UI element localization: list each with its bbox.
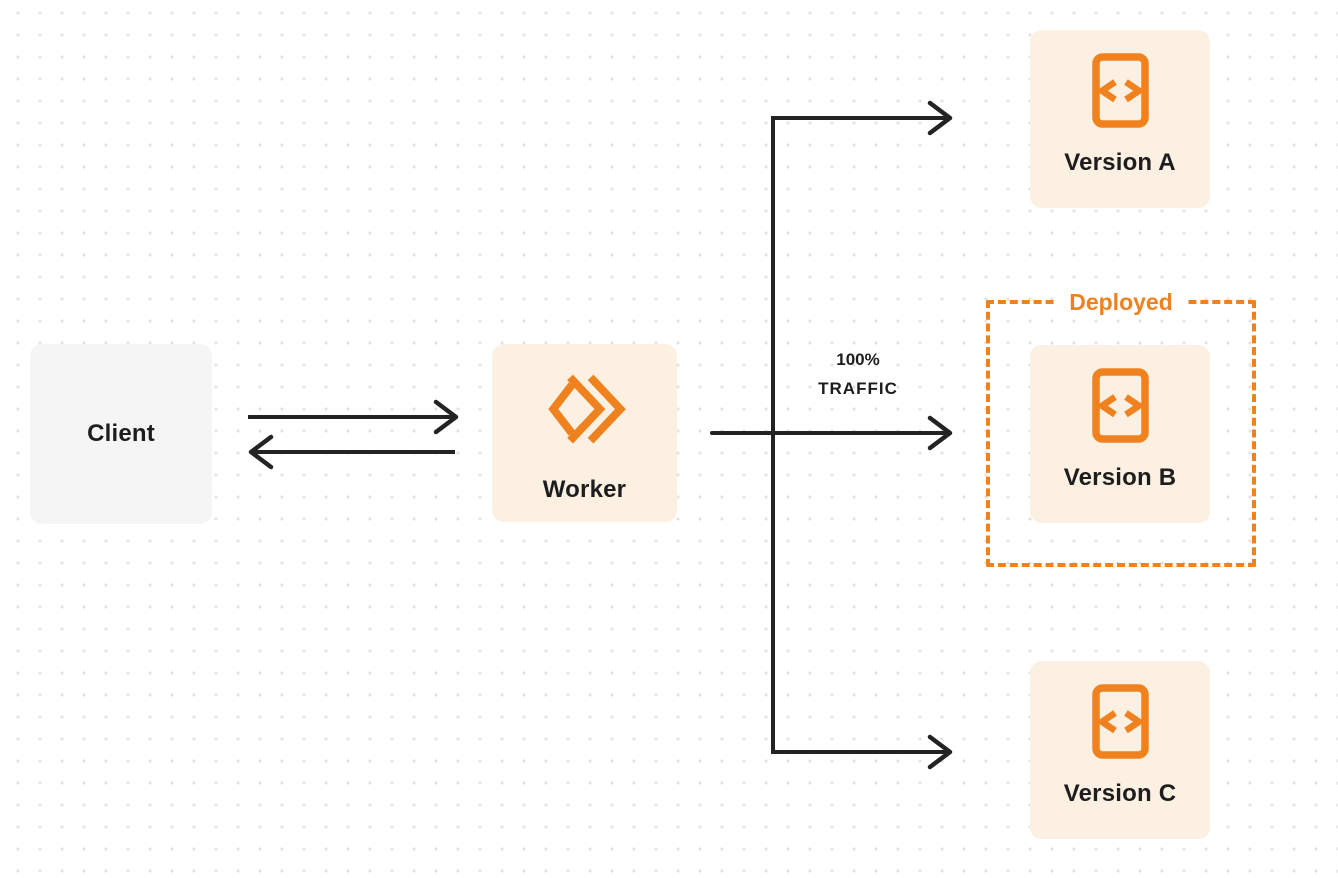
client-to-worker-arrow: [248, 399, 459, 435]
worker-to-version-b-arrow: [710, 415, 953, 451]
version-b-node: Version B: [1030, 345, 1210, 523]
branch-to-version-a-arrowhead: [927, 100, 953, 136]
version-c-label: Version C: [1063, 780, 1177, 807]
code-file-icon: [1091, 53, 1149, 128]
worker-label: Worker: [542, 476, 627, 503]
traffic-percent-label: 100%: [836, 350, 880, 369]
code-file-icon: [1091, 368, 1149, 443]
worker-to-client-arrow: [248, 434, 455, 470]
traffic-word-label: TRAFFIC: [818, 379, 898, 398]
version-a-node: Version A: [1030, 30, 1210, 208]
version-b-label: Version B: [1063, 464, 1177, 491]
client-node: Client: [30, 344, 212, 524]
version-c-node: Version C: [1030, 661, 1210, 839]
code-file-icon: [1091, 684, 1149, 759]
deployed-label: Deployed: [1057, 288, 1185, 316]
traffic-branch-lines: [771, 100, 953, 770]
deployed-outline: Deployed: [986, 288, 1256, 567]
traffic-annotation: 100% TRAFFIC: [773, 350, 943, 399]
worker-node: Worker: [492, 344, 677, 522]
workers-logo-icon: [544, 372, 626, 448]
branch-to-version-c-arrowhead: [927, 734, 953, 770]
version-a-label: Version A: [1064, 149, 1176, 176]
client-label: Client: [87, 420, 155, 447]
